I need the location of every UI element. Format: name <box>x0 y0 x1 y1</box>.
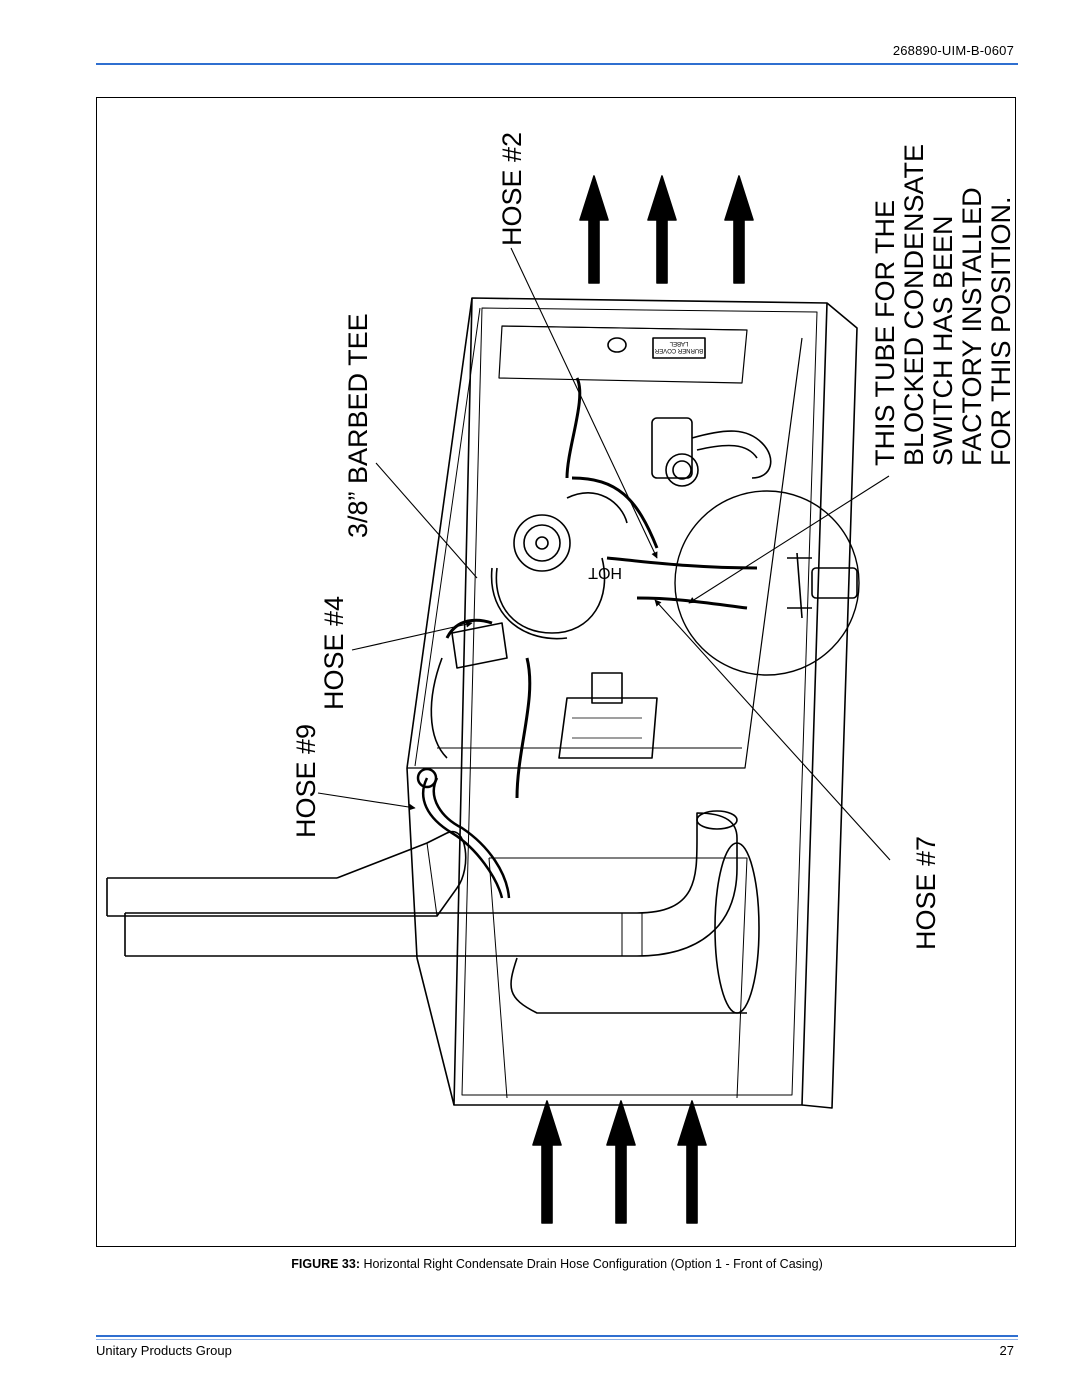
airflow-arrow-top-1 <box>579 175 609 284</box>
burner-cover <box>498 325 748 384</box>
footer-company: Unitary Products Group <box>96 1343 232 1358</box>
label-hose-9: HOSE #9 <box>291 724 321 838</box>
note-line-1: THIS TUBE FOR THE <box>870 200 900 466</box>
header-rule <box>96 63 1018 65</box>
vent-pipe-upper <box>106 830 467 917</box>
airflow-arrow-top-3 <box>724 175 754 284</box>
figure-number: FIGURE 33: <box>291 1257 360 1271</box>
note-line-3: SWITCH HAS BEEN <box>928 215 958 466</box>
airflow-arrow-bottom-3 <box>677 1100 707 1224</box>
vent-pipe-lower <box>124 810 738 957</box>
airflow-arrow-bottom-1 <box>532 1100 562 1224</box>
label-barbed-tee: 3/8” BARBED TEE <box>343 313 373 538</box>
furnace-illustration: BURNER COVER LABEL <box>106 132 1016 1224</box>
label-hose-4: HOSE #4 <box>319 596 349 710</box>
hose-coupling <box>430 622 508 759</box>
label-hose-7: HOSE #7 <box>911 836 941 950</box>
control-board <box>558 672 658 759</box>
page-number: 27 <box>999 1343 1014 1358</box>
label-hose-2: HOSE #2 <box>497 132 527 246</box>
leader-hose4 <box>351 621 473 651</box>
drain-hoses <box>445 377 758 799</box>
note-line-5: FOR THIS POSITION. <box>986 196 1016 466</box>
hose-9 <box>416 767 511 899</box>
gas-valve <box>651 417 772 487</box>
figure-frame: BURNER COVER LABEL <box>96 97 1016 1247</box>
leader-hose2 <box>510 247 658 559</box>
blower-wheel <box>510 842 760 1014</box>
leader-note <box>688 475 890 604</box>
burner-cover-label: BURNER COVER <box>654 347 703 353</box>
airflow-arrow-top-2 <box>647 175 677 284</box>
footer-rule <box>96 1335 1018 1337</box>
leader-hose7 <box>654 599 891 861</box>
furnace-cabinet <box>406 297 858 1109</box>
airflow-arrow-bottom-2 <box>606 1100 636 1224</box>
doc-id: 268890-UIM-B-0607 <box>892 43 1014 58</box>
inducer-blower <box>490 492 628 640</box>
leader-hose9 <box>317 792 416 811</box>
burner-cover-label-2: LABEL <box>669 340 688 346</box>
note-line-2: BLOCKED CONDENSATE <box>899 144 929 466</box>
hot-decal: HOT <box>588 564 622 581</box>
installation-note: THIS TUBE FOR THE BLOCKED CONDENSATE SWI… <box>870 144 1016 466</box>
pressure-switch <box>787 552 858 619</box>
footer-rule-thin <box>96 1339 1018 1340</box>
leader-tee <box>375 462 478 579</box>
figure-caption: FIGURE 33: Horizontal Right Condensate D… <box>96 1257 1018 1271</box>
figure-caption-text: Horizontal Right Condensate Drain Hose C… <box>363 1257 823 1271</box>
detail-circle <box>674 490 860 676</box>
note-line-4: FACTORY INSTALLED <box>957 187 987 466</box>
